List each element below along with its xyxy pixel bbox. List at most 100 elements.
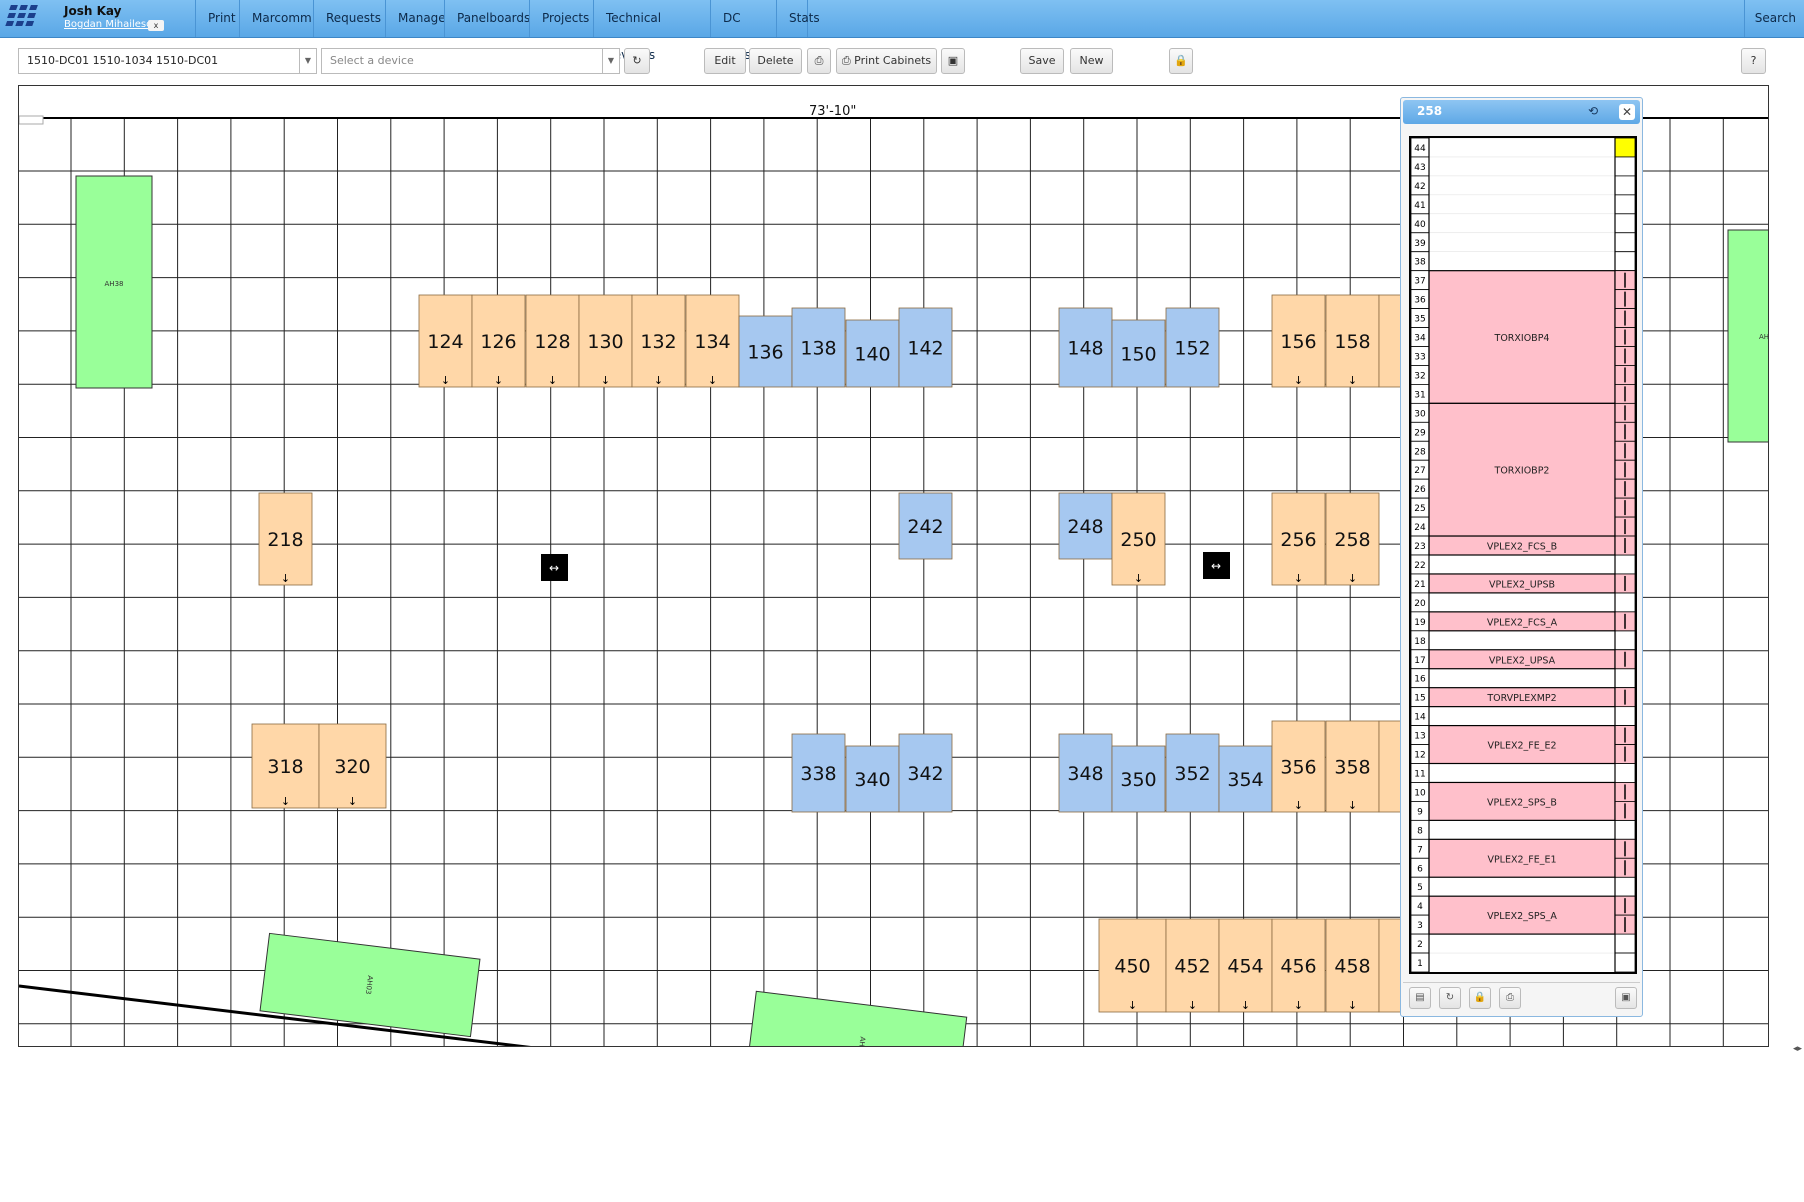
nav-dc-docs[interactable]: DC docs [710,0,776,62]
rack-side-cell[interactable] [1614,175,1636,196]
cabinet[interactable]: 338 [791,733,846,813]
cabinet[interactable]: 354 [1218,745,1273,813]
cabinet[interactable]: 142 [898,307,953,388]
cabinet[interactable]: 456↓ [1271,918,1326,1013]
help-button[interactable]: ? [1741,48,1766,74]
cabinet[interactable]: 152 [1165,307,1220,388]
ac-unit[interactable]: AH [746,990,968,1047]
rack-side-cell[interactable] [1614,137,1636,158]
save-button[interactable]: Save [1020,48,1064,74]
refresh-button[interactable]: ↻ [624,48,650,74]
ac-unit[interactable]: AH03 [259,932,481,1038]
chevron-down-icon[interactable]: ▼ [299,49,316,73]
floor-plan-canvas[interactable]: AH38 AH AH03 AH ↔ ↔ 124↓126↓128↓130↓132↓… [19,86,1769,1047]
lock-button[interactable]: 🔒 [1169,48,1193,74]
cabinet[interactable]: 320↓ [318,723,387,809]
cabinet[interactable]: 242 [898,492,953,560]
cabinet[interactable]: 138 [791,307,846,388]
cabinet[interactable]: 140 [845,319,900,388]
printer-icon[interactable]: ⎙ [1499,987,1521,1009]
cabinet[interactable]: 250↓ [1111,492,1166,586]
ac-unit[interactable]: AH [1727,229,1769,443]
rack-device[interactable] [1428,895,1616,935]
cabinet[interactable]: 136 [738,315,793,388]
nav-requests[interactable]: Requests [313,0,385,37]
print-cabinets-button[interactable]: ⎙ Print Cabinets [836,48,937,74]
nav-stats[interactable]: Stats [776,0,820,37]
cabinet[interactable]: 350 [1111,745,1166,813]
nav-search[interactable]: Search [1743,0,1796,37]
image-icon[interactable]: ▣ [1615,987,1637,1009]
impersonation-close-button[interactable]: x [148,20,164,31]
cabinet[interactable]: 358↓ [1325,720,1380,813]
perforated-tile-marker[interactable]: ↔ [1203,552,1230,579]
cabinet[interactable]: 318↓ [251,723,320,809]
cabinet[interactable]: 150 [1111,319,1166,388]
save-icon[interactable]: ▤ [1409,987,1431,1009]
map-zoom-handle[interactable] [19,115,44,125]
rack-side-cell[interactable] [1614,156,1636,177]
grid-logo-icon[interactable] [4,2,46,34]
nav-marcomm[interactable]: Marcomm [239,0,313,37]
impersonated-user-link[interactable]: Bogdan Mihailescu [64,19,158,30]
print-button[interactable]: ⎙ [807,48,831,74]
rack-device[interactable] [1428,781,1616,821]
rack-side-cell[interactable] [1614,819,1636,840]
cabinet[interactable]: 134↓ [685,294,740,388]
rack-side-cell[interactable] [1614,876,1636,897]
expand-arrow-icon[interactable]: ◂▸ [1793,1044,1803,1054]
cabinet[interactable]: 356↓ [1271,720,1326,813]
cabinet[interactable]: 158↓ [1325,294,1380,388]
rack-side-cell[interactable] [1614,630,1636,651]
lock-icon[interactable]: 🔒 [1469,987,1491,1009]
delete-button[interactable]: Delete [749,48,802,74]
cabinet[interactable]: 452↓ [1165,918,1220,1013]
device-select[interactable]: Select a device ▼ [321,48,620,74]
perforated-tile-marker[interactable]: ↔ [541,554,568,581]
rack-side-cell[interactable] [1614,554,1636,575]
new-button[interactable]: New [1070,48,1113,74]
rack-device[interactable] [1428,724,1616,765]
rack-side-cell[interactable] [1614,213,1636,234]
image-button[interactable]: ▣ [941,48,965,74]
nav-panelboards[interactable]: Panelboards [444,0,530,37]
rotate-icon[interactable]: ⟲ [1588,104,1599,118]
ac-unit[interactable]: AH38 [75,175,153,389]
rack-device[interactable] [1428,838,1616,878]
cabinet[interactable]: 156↓ [1271,294,1326,388]
nav-manage[interactable]: Manage [385,0,446,37]
cabinet[interactable]: 352 [1165,733,1220,813]
cabinet[interactable]: 132↓ [631,294,686,388]
rack-side-cell[interactable] [1614,232,1636,253]
rack-device[interactable] [1428,402,1616,537]
cabinet[interactable]: 258↓ [1325,492,1380,586]
edit-button[interactable]: Edit [704,48,746,74]
rack-elevation-drawing[interactable]: 4443424140393837363534333231302928272625… [1410,137,1636,973]
cabinet[interactable]: 126↓ [471,294,526,388]
cabinet[interactable]: 340 [845,745,900,813]
cabinet[interactable]: 342 [898,733,953,813]
rack-side-cell[interactable] [1614,933,1636,954]
cabinet[interactable]: 256↓ [1271,492,1326,586]
location-select[interactable]: 1510-DC01 1510-1034 1510-DC01 ▼ [18,48,317,74]
cabinet[interactable]: 124↓ [418,294,473,388]
nav-technical-reviews[interactable]: Technical Reviews [593,0,710,62]
nav-projects[interactable]: Projects [529,0,593,37]
chevron-down-icon[interactable]: ▼ [602,49,619,73]
nav-print[interactable]: Print [195,0,239,37]
cabinet[interactable]: 454↓ [1218,918,1273,1013]
rack-panel-header[interactable]: 258 ⟲ ✕ [1403,100,1640,124]
cabinet[interactable]: 128↓ [525,294,580,388]
cabinet[interactable]: 450↓ [1098,918,1167,1013]
cabinet[interactable]: 348 [1058,733,1113,813]
close-icon[interactable]: ✕ [1619,104,1635,120]
rack-side-cell[interactable] [1614,251,1636,272]
refresh-icon[interactable]: ↻ [1439,987,1461,1009]
cabinet[interactable]: 458↓ [1325,918,1380,1013]
rack-side-cell[interactable] [1614,706,1636,726]
cabinet[interactable]: 248 [1058,492,1113,560]
cabinet[interactable]: 130↓ [578,294,633,388]
rack-side-cell[interactable] [1614,592,1636,613]
cabinet[interactable]: 218↓ [258,492,313,586]
